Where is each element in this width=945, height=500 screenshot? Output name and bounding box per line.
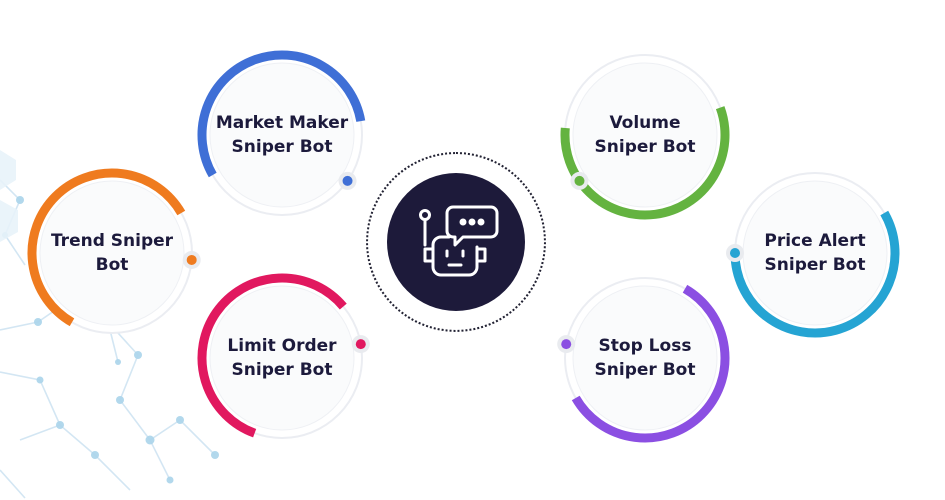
bot-label-price-alert: Price Alert Sniper Bot [764, 231, 866, 275]
bot-node-accent-arc [197, 273, 347, 438]
bot-node-inner [572, 62, 718, 208]
hub-dotted-ring [366, 152, 546, 332]
bot-node-accent-arc [730, 210, 900, 338]
bot-label-stop-loss: Stop Loss Sniper Bot [594, 336, 696, 380]
bot-label-volume: Volume Sniper Bot [594, 113, 696, 157]
bot-node-inner [209, 285, 355, 431]
bot-node-accent-arc [27, 168, 186, 327]
bot-label-trend: Trend Sniper Bot [50, 231, 174, 275]
bot-label-market-maker: Market Maker Sniper Bot [215, 113, 349, 157]
hub-core [387, 173, 525, 311]
bot-node-stop-loss [557, 277, 730, 443]
bot-node-connector-dot [574, 175, 585, 186]
bot-node-accent-arc [560, 106, 730, 220]
bot-label-limit-order: Limit Order Sniper Bot [227, 336, 337, 380]
bot-node-connector-dot [342, 175, 353, 186]
bot-node-connector-dot [730, 248, 740, 258]
bot-node-connector-dot [355, 339, 366, 350]
bot-node-connector-dot [186, 254, 197, 265]
bot-node-accent-arc [197, 50, 366, 178]
bot-node-trend [27, 168, 201, 334]
bot-node-accent-arc [571, 284, 730, 443]
bot-node-market-maker [197, 50, 366, 216]
bot-node-inner [39, 180, 185, 326]
bot-node-inner [209, 62, 355, 208]
robot-chat-icon [419, 205, 499, 277]
bot-node-connector-dot [561, 339, 572, 350]
bot-node-price-alert [726, 172, 900, 338]
bot-node-volume [560, 54, 730, 220]
bot-node-limit-order [197, 273, 370, 439]
bot-node-inner [572, 285, 718, 431]
